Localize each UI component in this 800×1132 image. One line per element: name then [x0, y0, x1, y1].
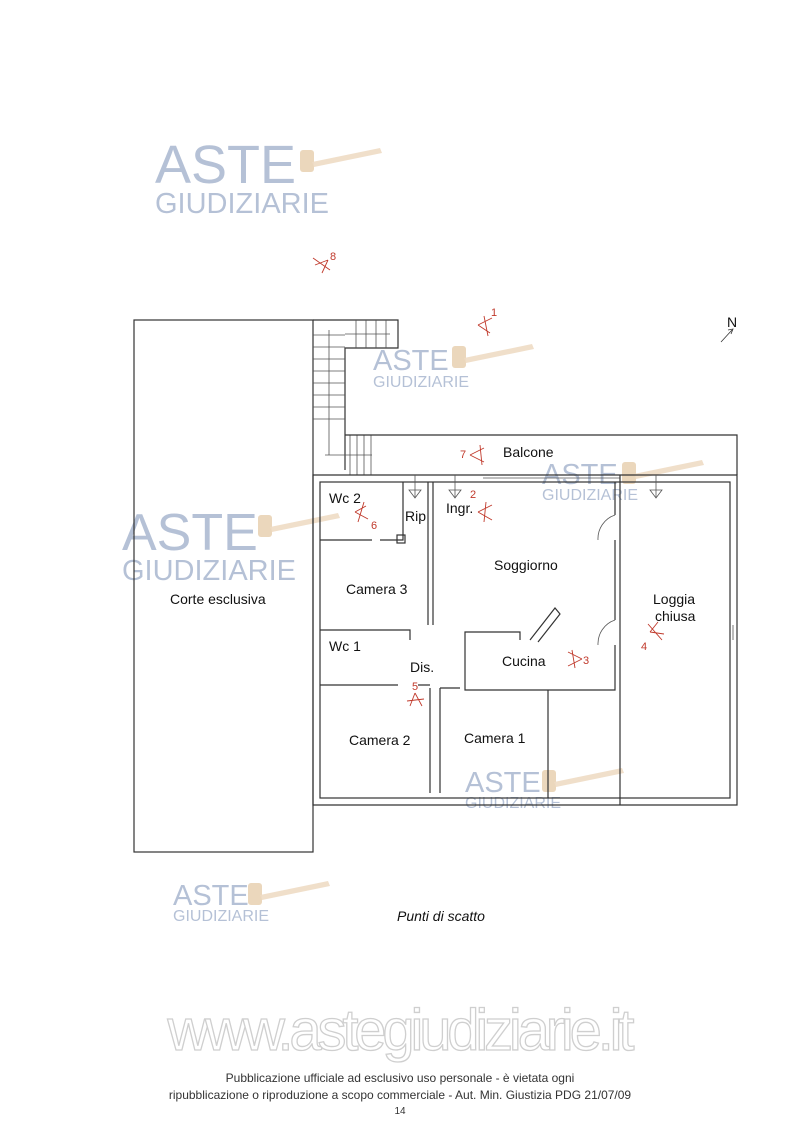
watermark-logo: ASTE GIUDIZIARIE — [155, 135, 382, 220]
svg-text:4: 4 — [641, 641, 647, 653]
svg-text:ASTE: ASTE — [155, 135, 296, 195]
room-label-cucina: Cucina — [502, 653, 546, 669]
watermark-logo: ASTE GIUDIZIARIE — [122, 504, 340, 587]
room-label-wc1: Wc 1 — [329, 638, 361, 654]
balcone-outline — [345, 434, 738, 475]
room-label-loggia: Loggia — [653, 591, 695, 607]
room-label-dis: Dis. — [410, 659, 434, 675]
drain-symbols — [408, 475, 663, 499]
svg-text:GIUDIZIARIE: GIUDIZIARIE — [542, 487, 638, 504]
watermark-logo: ASTE GIUDIZIARIE — [373, 344, 534, 391]
staircase — [313, 319, 399, 475]
page-number: 14 — [394, 1106, 406, 1117]
watermark-logo: ASTE GIUDIZIARIE — [465, 767, 624, 812]
watermark-logo: ASTE GIUDIZIARIE — [173, 880, 330, 925]
room-label-loggia: chiusa — [655, 608, 696, 624]
room-label-corte: Corte esclusiva — [170, 591, 266, 607]
room-label-camera3: Camera 3 — [346, 581, 408, 597]
shot-marker-7: 7 — [460, 444, 485, 466]
svg-text:GIUDIZIARIE: GIUDIZIARIE — [155, 188, 329, 220]
svg-text:ASTE: ASTE — [122, 504, 258, 562]
footer-line-1: Pubblicazione ufficiale ad esclusivo uso… — [225, 1071, 575, 1085]
svg-text:2: 2 — [470, 489, 476, 501]
svg-text:N: N — [727, 314, 737, 330]
shot-marker-3: 3 — [567, 649, 589, 669]
north-arrow: N — [720, 314, 737, 343]
svg-text:GIUDIZIARIE: GIUDIZIARIE — [465, 795, 561, 812]
svg-text:5: 5 — [412, 681, 418, 693]
shot-marker-1: 1 — [477, 307, 497, 337]
shot-marker-4: 4 — [641, 621, 665, 653]
building-walls — [312, 474, 738, 806]
svg-text:ASTE: ASTE — [373, 345, 449, 377]
svg-text:GIUDIZIARIE: GIUDIZIARIE — [373, 374, 469, 391]
site-watermark: www.astegiudiziarie.it — [167, 998, 635, 1063]
room-label-camera2: Camera 2 — [349, 732, 411, 748]
shot-marker-5: 5 — [406, 681, 425, 707]
shot-marker-8: 8 — [312, 251, 336, 274]
room-label-ingr: Ingr. — [446, 500, 473, 516]
svg-text:1: 1 — [491, 307, 497, 319]
svg-text:GIUDIZIARIE: GIUDIZIARIE — [173, 908, 269, 925]
svg-text:6: 6 — [371, 520, 377, 532]
footer-line-2: ripubblicazione o riproduzione a scopo c… — [168, 1088, 632, 1102]
svg-text:ASTE: ASTE — [465, 767, 541, 799]
svg-text:7: 7 — [460, 449, 466, 461]
shot-marker-2: 2 — [470, 489, 493, 523]
room-label-soggiorno: Soggiorno — [494, 557, 558, 573]
svg-text:GIUDIZIARIE: GIUDIZIARIE — [122, 555, 296, 587]
svg-text:3: 3 — [583, 655, 589, 667]
room-label-camera1: Camera 1 — [464, 730, 526, 746]
plan-caption: Punti di scatto — [397, 908, 485, 924]
room-label-balcone: Balcone — [503, 444, 554, 460]
room-label-rip: Rip — [405, 508, 426, 524]
svg-text:8: 8 — [330, 251, 336, 263]
shot-marker-6: 6 — [354, 501, 377, 532]
room-label-wc2: Wc 2 — [329, 490, 361, 506]
svg-text:ASTE: ASTE — [173, 880, 249, 912]
